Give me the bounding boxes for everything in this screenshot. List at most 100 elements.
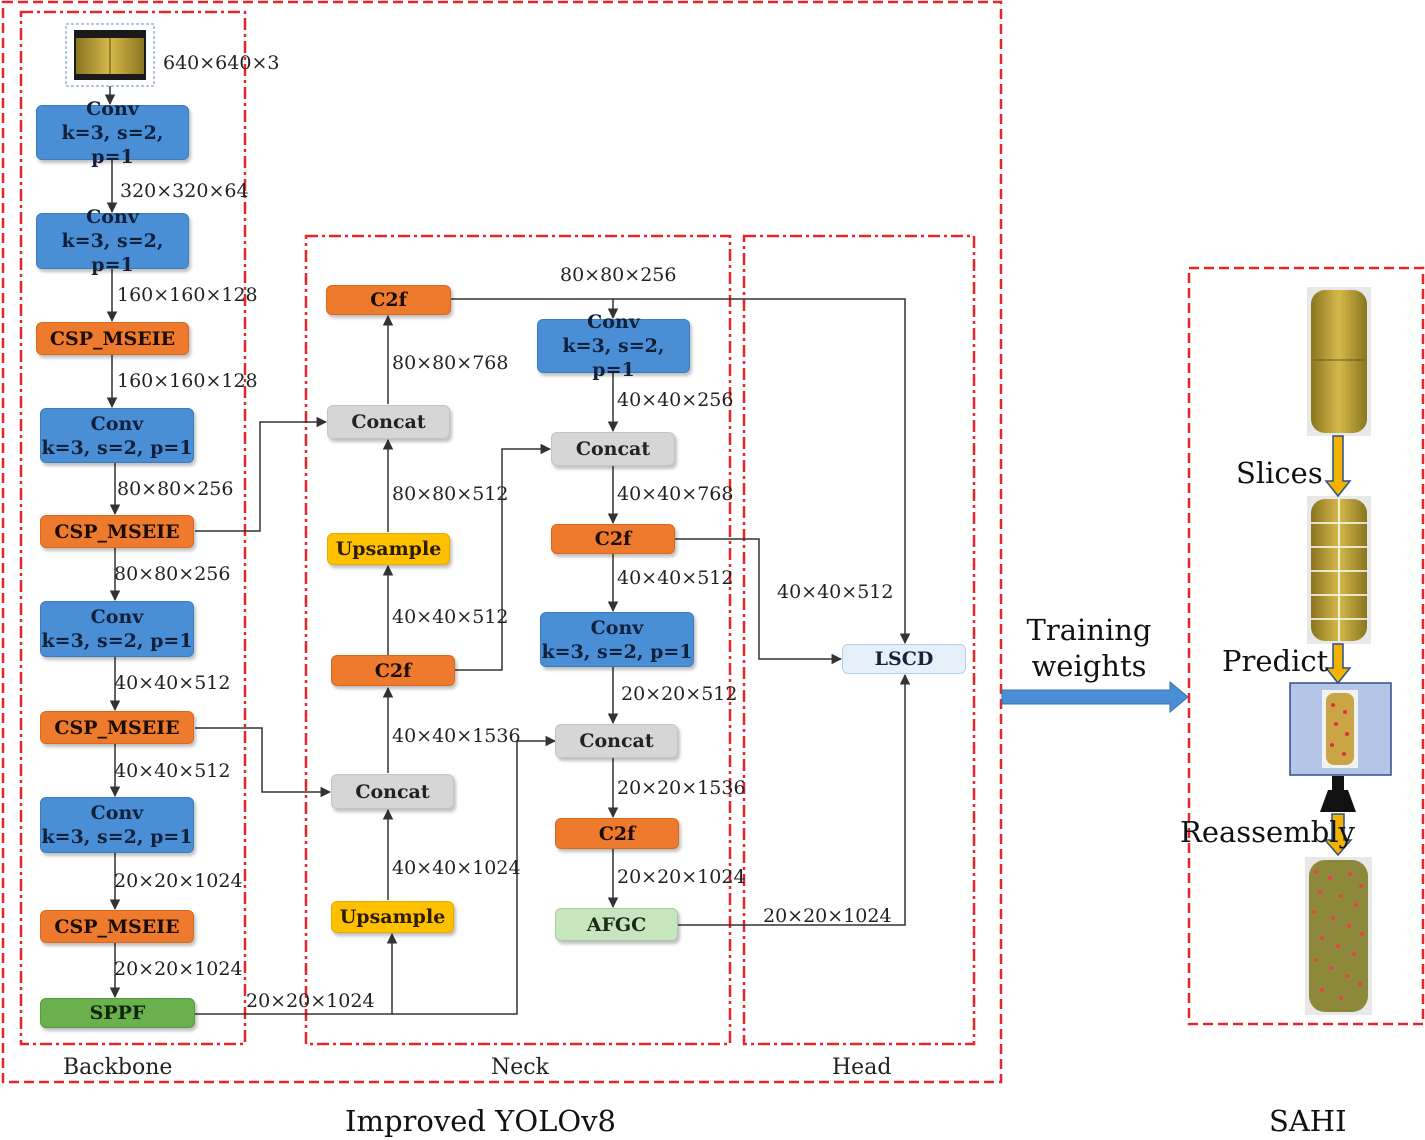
sppf-output-dim: 20×20×1024 bbox=[246, 990, 375, 1012]
neck-label: Neck bbox=[491, 1055, 549, 1080]
neck-right-dim-1: 80×80×256 bbox=[560, 264, 677, 286]
block-title: Concat bbox=[355, 780, 430, 803]
neck-c2f-mid-left[interactable]: C2f bbox=[331, 655, 455, 686]
block-params: k=3, s=2, p=1 bbox=[61, 230, 164, 276]
sahi-step-slices: Slices bbox=[1236, 456, 1323, 490]
sahi-step-predict: Predict bbox=[1222, 644, 1329, 678]
neck-right-dim-3: 40×40×768 bbox=[617, 483, 734, 505]
backbone-dim-5: 80×80×256 bbox=[114, 563, 231, 585]
head-lscd[interactable]: LSCD bbox=[842, 644, 966, 674]
sahi-funnel bbox=[1320, 790, 1356, 812]
block-title: CSP_MSEIE bbox=[49, 327, 176, 350]
block-params: k=3, s=2, p=1 bbox=[541, 640, 693, 663]
block-title: Upsample bbox=[335, 538, 442, 560]
neck-right-dim-5: 20×20×512 bbox=[621, 683, 738, 705]
backbone-dim-9: 20×20×1024 bbox=[114, 958, 243, 980]
backbone-csp-mseie-4[interactable]: CSP_MSEIE bbox=[40, 910, 194, 943]
block-title: CSP_MSEIE bbox=[54, 915, 180, 938]
training-weights-arrow bbox=[1001, 680, 1189, 714]
head-frame bbox=[742, 234, 976, 1046]
neck-c2f-right-upper[interactable]: C2f bbox=[551, 524, 675, 554]
backbone-conv-3[interactable]: Conv k=3, s=2, p=1 bbox=[40, 408, 194, 463]
block-params: k=3, s=2, p=1 bbox=[41, 826, 193, 848]
neck-afgc[interactable]: AFGC bbox=[555, 908, 678, 941]
neck-concat-upper-right[interactable]: Concat bbox=[551, 432, 675, 466]
block-title: Conv bbox=[90, 412, 144, 435]
sahi-arrows bbox=[1323, 435, 1353, 857]
neck-left-dim-2: 80×80×512 bbox=[392, 483, 509, 505]
block-title: LSCD bbox=[874, 648, 934, 670]
sahi-images bbox=[1289, 287, 1392, 1015]
sahi-title: SAHI bbox=[1269, 1104, 1347, 1138]
backbone-dim-6: 40×40×512 bbox=[114, 672, 231, 694]
neck-right-dim-4: 40×40×512 bbox=[617, 567, 734, 589]
connector-lines bbox=[104, 84, 911, 1015]
head-label: Head bbox=[832, 1055, 892, 1080]
input-image bbox=[65, 23, 155, 87]
backbone-conv-1[interactable]: Conv k=3, s=2, p=1 bbox=[36, 98, 189, 168]
model-title: Improved YOLOv8 bbox=[345, 1104, 616, 1138]
block-title: Concat bbox=[579, 730, 654, 752]
neck-upsample-lower[interactable]: Upsample bbox=[331, 901, 454, 933]
block-params: k=3, s=2, p=1 bbox=[41, 630, 193, 652]
backbone-csp-mseie-3[interactable]: CSP_MSEIE bbox=[40, 711, 194, 744]
section-frames bbox=[1, 0, 1425, 1084]
backbone-conv-2[interactable]: Conv k=3, s=2, p=1 bbox=[36, 206, 189, 276]
backbone-dim-3: 160×160×128 bbox=[117, 370, 258, 392]
neck-c2f-right-lower[interactable]: C2f bbox=[555, 818, 679, 849]
backbone-csp-mseie-1[interactable]: CSP_MSEIE bbox=[36, 322, 189, 355]
block-title: Conv bbox=[587, 311, 640, 333]
backbone-dim-8: 20×20×1024 bbox=[114, 870, 243, 892]
backbone-dim-1: 320×320×64 bbox=[120, 180, 249, 202]
neck-left-dim-5: 40×40×1024 bbox=[392, 857, 521, 879]
backbone-dim-4: 80×80×256 bbox=[117, 478, 234, 500]
block-title: Conv bbox=[90, 606, 144, 628]
block-title: Conv bbox=[86, 97, 139, 120]
neck-concat-lower-left[interactable]: Concat bbox=[331, 774, 454, 809]
neck-right-dim-6: 20×20×1536 bbox=[617, 777, 746, 799]
block-title: Concat bbox=[575, 438, 651, 460]
neck-left-dim-1: 80×80×768 bbox=[392, 352, 509, 374]
block-params: k=3, s=2, p=1 bbox=[61, 121, 164, 168]
neck-conv-lower[interactable]: Conv k=3, s=2, p=1 bbox=[540, 612, 694, 667]
neck-frame bbox=[304, 234, 732, 1046]
backbone-csp-mseie-2[interactable]: CSP_MSEIE bbox=[40, 515, 194, 548]
neck-left-dim-3: 40×40×512 bbox=[392, 606, 509, 628]
neck-concat-upper-left[interactable]: Concat bbox=[327, 405, 450, 439]
block-title: C2f bbox=[374, 659, 412, 682]
block-title: Conv bbox=[90, 802, 144, 824]
head-dim-1: 40×40×512 bbox=[777, 581, 894, 603]
neck-upsample-upper[interactable]: Upsample bbox=[327, 533, 450, 565]
block-title: SPPF bbox=[89, 1002, 146, 1024]
backbone-conv-5[interactable]: Conv k=3, s=2, p=1 bbox=[40, 797, 194, 853]
block-title: C2f bbox=[370, 289, 407, 311]
block-title: Conv bbox=[590, 616, 644, 639]
block-title: Concat bbox=[351, 411, 426, 433]
neck-left-dim-4: 40×40×1536 bbox=[392, 725, 521, 747]
block-title: C2f bbox=[594, 528, 632, 550]
backbone-frame bbox=[19, 10, 247, 1046]
neck-right-dim-2: 40×40×256 bbox=[617, 389, 734, 411]
block-title: C2f bbox=[598, 822, 636, 845]
block-title: Conv bbox=[86, 206, 139, 228]
input-dims: 640×640×3 bbox=[163, 52, 280, 74]
training-weights-label: Training weights bbox=[1026, 613, 1152, 683]
sahi-step-reassembly: Reassembly bbox=[1180, 815, 1355, 849]
block-title: CSP_MSEIE bbox=[54, 716, 180, 739]
neck-right-dim-7: 20×20×1024 bbox=[617, 866, 746, 888]
neck-concat-lower-right[interactable]: Concat bbox=[555, 724, 678, 758]
block-params: k=3, s=2, p=1 bbox=[562, 335, 665, 381]
backbone-dim-2: 160×160×128 bbox=[117, 284, 258, 306]
neck-conv-upper[interactable]: Conv k=3, s=2, p=1 bbox=[537, 311, 690, 381]
backbone-dim-7: 40×40×512 bbox=[114, 760, 231, 782]
block-title: CSP_MSEIE bbox=[54, 520, 180, 543]
backbone-label: Backbone bbox=[63, 1055, 173, 1080]
backbone-conv-4[interactable]: Conv k=3, s=2, p=1 bbox=[40, 601, 194, 657]
backbone-sppf[interactable]: SPPF bbox=[40, 998, 195, 1028]
block-title: Upsample bbox=[339, 906, 446, 928]
head-dim-2: 20×20×1024 bbox=[763, 905, 892, 927]
yolov8-outer-frame bbox=[1, 0, 1003, 1084]
block-title: AFGC bbox=[586, 913, 647, 936]
neck-c2f-top[interactable]: C2f bbox=[326, 285, 451, 315]
